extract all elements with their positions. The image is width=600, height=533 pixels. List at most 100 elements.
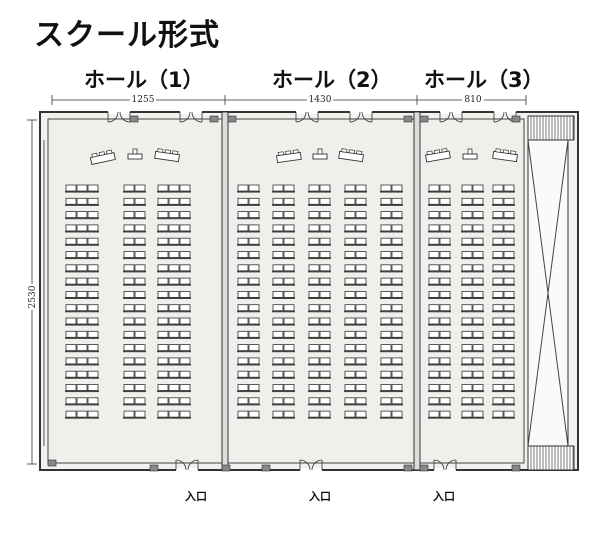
seat: [391, 290, 403, 298]
desk: [428, 244, 451, 246]
seat: [179, 370, 191, 378]
seat: [179, 290, 191, 298]
seat: [157, 184, 169, 192]
seat: [283, 224, 295, 232]
seat: [248, 397, 260, 405]
seat: [76, 317, 88, 325]
desk: [123, 217, 146, 220]
seat: [272, 384, 284, 391]
seat: [87, 344, 99, 352]
seat: [492, 224, 504, 232]
seat: [157, 264, 169, 272]
pillar: [511, 464, 521, 472]
seat: [272, 211, 284, 219]
seat: [76, 304, 88, 312]
seat: [308, 330, 320, 338]
seat: [461, 397, 473, 405]
seat: [179, 264, 191, 272]
seat: [428, 264, 440, 272]
seat: [272, 370, 284, 378]
seat: [428, 251, 440, 258]
seat: [237, 264, 249, 272]
desk: [65, 403, 99, 406]
seat: [472, 237, 484, 245]
seat: [76, 370, 88, 378]
stairs-bottom: [527, 445, 575, 471]
seat: [237, 224, 249, 232]
seat: [283, 330, 295, 338]
seat: [492, 384, 504, 391]
seat: [134, 290, 146, 298]
seat: [157, 304, 169, 312]
desk: [123, 363, 146, 366]
seat: [134, 330, 146, 338]
desk: [461, 244, 484, 246]
seat: [272, 197, 284, 205]
seat: [272, 344, 284, 352]
seat: [168, 384, 180, 391]
desk: [428, 270, 451, 273]
seat: [472, 317, 484, 325]
seat: [76, 410, 88, 418]
seat: [123, 410, 135, 418]
seat: [272, 357, 284, 365]
seat: [428, 237, 440, 245]
seat: [503, 317, 515, 325]
head-table: [276, 149, 302, 164]
seat: [344, 397, 356, 405]
seat: [380, 277, 392, 285]
seat: [319, 264, 331, 272]
desk: [492, 204, 515, 206]
desk: [65, 417, 99, 419]
seat: [428, 290, 440, 298]
page-title: スクール形式: [34, 18, 220, 53]
desk: [428, 324, 451, 326]
desk: [272, 390, 295, 393]
seat: [503, 184, 515, 192]
desk: [272, 377, 295, 379]
seat: [308, 237, 320, 245]
seat: [179, 211, 191, 219]
seat: [428, 277, 440, 285]
stairs-top: [527, 115, 575, 141]
seat: [380, 304, 392, 312]
seat: [355, 384, 367, 391]
seat: [179, 224, 191, 232]
seat: [168, 237, 180, 245]
hall-3-label: ホール（3）: [424, 68, 544, 92]
desk: [123, 204, 146, 206]
seat: [380, 344, 392, 352]
seat: [439, 344, 451, 352]
desk: [65, 191, 99, 193]
seat: [461, 197, 473, 205]
seat: [503, 304, 515, 312]
desk: [492, 217, 515, 220]
seat: [168, 344, 180, 352]
podium: [312, 153, 328, 160]
desk: [237, 363, 260, 366]
seat: [391, 330, 403, 338]
seat: [308, 290, 320, 298]
seat: [391, 317, 403, 325]
desk: [428, 217, 451, 220]
seat: [168, 251, 180, 258]
seat: [237, 384, 249, 391]
desk: [344, 244, 367, 246]
desk: [492, 363, 515, 366]
door: [433, 459, 457, 471]
door-opening: [180, 111, 202, 114]
seat: [319, 290, 331, 298]
seat: [461, 330, 473, 338]
seat: [179, 410, 191, 418]
desk: [157, 417, 191, 419]
seat: [380, 184, 392, 192]
door-opening: [108, 111, 130, 114]
seat: [319, 370, 331, 378]
seat: [123, 277, 135, 285]
seat: [134, 397, 146, 405]
desk: [272, 310, 295, 313]
stair-frame: [527, 445, 575, 471]
seat: [283, 317, 295, 325]
desk: [157, 350, 191, 353]
